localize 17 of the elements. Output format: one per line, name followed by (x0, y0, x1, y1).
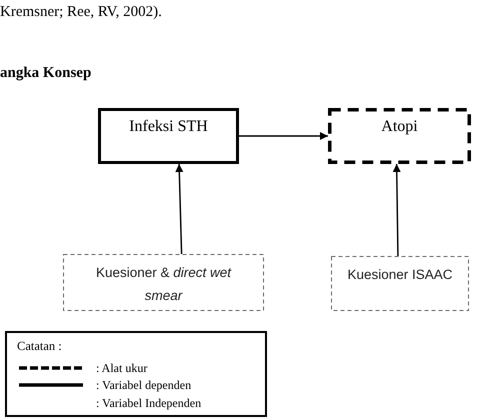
instrument-box (63, 254, 264, 311)
instrument-label: Kuesioner ISAAC (347, 266, 453, 284)
variable-label: Infeksi STH (129, 117, 208, 137)
citation-text: Kremsner; Ree, RV, 2002). (0, 3, 162, 21)
arrow (392, 164, 401, 256)
instrument-label: Kuesioner & direct wet smear (94, 264, 232, 305)
variable-label: Atopi (381, 117, 418, 137)
instrument-box (331, 256, 469, 311)
section-heading: angka Konsep (0, 64, 92, 82)
legend-text: : Variabel Independen (96, 395, 202, 412)
variable-box (98, 108, 239, 164)
legend-text: : Alat ukur (96, 360, 148, 377)
arrow (239, 132, 328, 140)
variable-box (328, 108, 471, 164)
legend-text: : Variabel dependen (96, 377, 192, 394)
arrow (175, 164, 184, 254)
legend-heading: Catatan : (17, 339, 62, 354)
